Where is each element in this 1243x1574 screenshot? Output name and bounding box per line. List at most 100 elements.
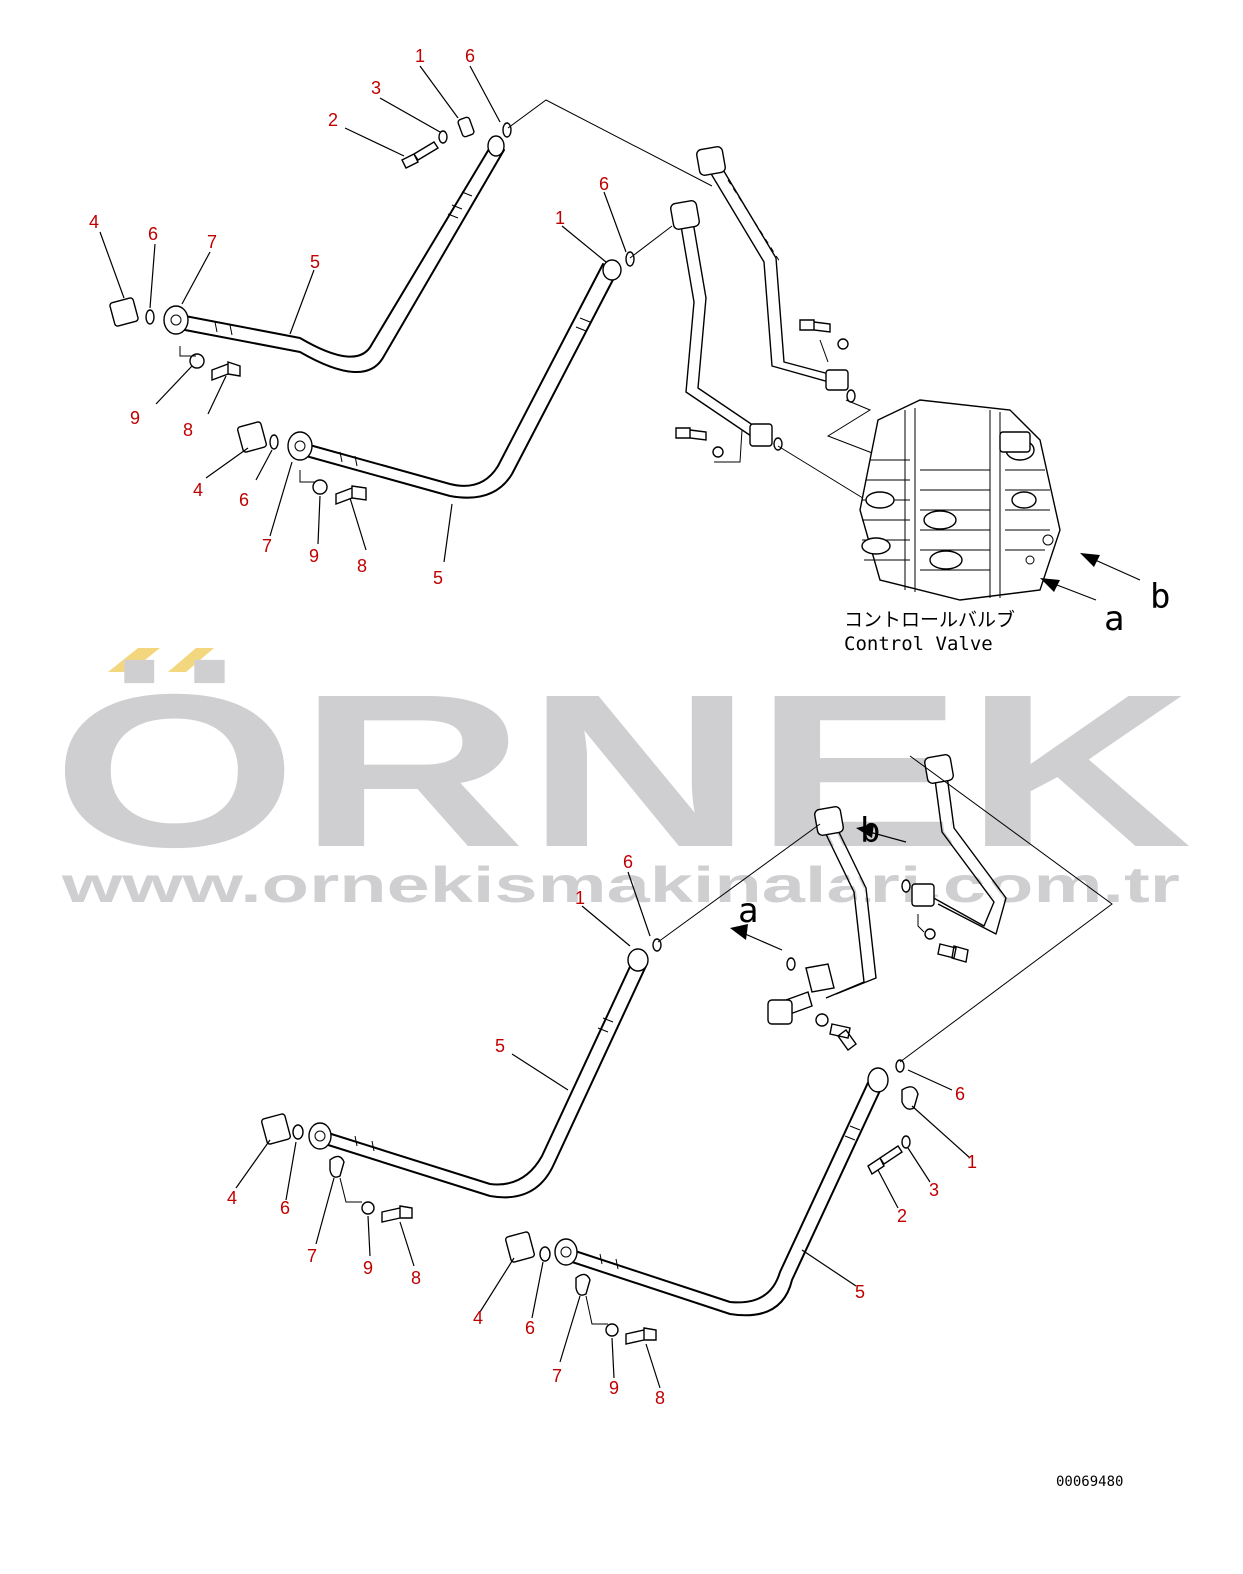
washer [837, 338, 849, 350]
callout-part-2: 2 [897, 1206, 907, 1226]
bolt [625, 1327, 657, 1345]
control-valve-label-en: Control Valve [844, 633, 993, 655]
tube-flange [670, 200, 700, 230]
callout-part-6: 6 [465, 46, 475, 66]
callout-part-7: 7 [207, 232, 217, 252]
flange-cover [109, 297, 139, 327]
watermark-accent-right [168, 648, 214, 672]
callout-part-8: 8 [183, 420, 193, 440]
callout-part-4: 4 [89, 212, 99, 232]
callout-part-1: 1 [415, 46, 425, 66]
watermark-url: www.ornekismakinalari.com.tr [60, 857, 1180, 913]
drawing-reference-number: 00069480 [1056, 1474, 1123, 1490]
callout-part-5: 5 [855, 1282, 865, 1302]
split-flange [457, 116, 475, 138]
hose-left [324, 957, 635, 1186]
callout-part-6: 6 [148, 224, 158, 244]
callout-part-9: 9 [363, 1258, 373, 1278]
callout-part-4: 4 [473, 1308, 483, 1328]
flange-cover [505, 1231, 535, 1263]
callout-part-7: 7 [307, 1246, 317, 1266]
bolt [799, 319, 831, 333]
callout-part-8: 8 [655, 1388, 665, 1408]
steel-tube [703, 161, 837, 385]
tube-flange [696, 146, 726, 176]
tube-flange [767, 999, 793, 1025]
hose-right [565, 1073, 873, 1304]
flange-fitting [163, 305, 189, 335]
bolt [867, 1145, 903, 1176]
tube-flange [825, 369, 849, 391]
arrow-a-head [1040, 578, 1060, 592]
callout-part-4: 4 [193, 480, 203, 500]
flange-cover [261, 1113, 291, 1145]
elbow-fitting [627, 948, 649, 972]
o-ring [652, 938, 662, 952]
tube-flange [911, 883, 935, 907]
callout-part-1: 1 [575, 888, 585, 908]
callout-part-5: 5 [433, 568, 443, 588]
steel-tube [679, 219, 755, 439]
spring-washer [438, 130, 448, 144]
callout-part-6: 6 [525, 1318, 535, 1338]
bolt [937, 943, 969, 963]
callout-part-7: 7 [262, 536, 272, 556]
tube-flange [924, 754, 954, 784]
o-ring [539, 1246, 551, 1262]
o-ring [502, 122, 512, 138]
callout-part-1: 1 [555, 208, 565, 228]
split-flange [901, 1086, 919, 1110]
split-flange [575, 1273, 591, 1296]
tube-flange [749, 423, 773, 447]
bolt [211, 361, 241, 382]
bottom-assembly: b a 6 1 5 6 1 3 2 4 6 7 9 8 5 4 6 [227, 754, 1113, 1408]
spring-washer [901, 1135, 911, 1149]
arrow-a-label: a [738, 891, 758, 931]
o-ring [269, 434, 279, 450]
top-assembly: b a コントロールバルブ Control Valve 1 6 3 2 4 6 … [89, 46, 1170, 655]
control-valve-label-jp: コントロールバルブ [844, 608, 1015, 631]
flange-fitting [308, 1122, 332, 1150]
control-valve [859, 399, 1061, 601]
arrow-b-label: b [860, 811, 880, 851]
o-ring [846, 389, 856, 403]
washer [312, 479, 328, 495]
flange-fitting [287, 431, 313, 461]
callout-part-6: 6 [239, 490, 249, 510]
watermark-accent-left [108, 648, 160, 672]
washer [361, 1201, 375, 1215]
flange-cover [237, 421, 267, 453]
callout-part-1: 1 [967, 1152, 977, 1172]
washer [605, 1323, 619, 1337]
callout-part-6: 6 [280, 1198, 290, 1218]
watermark-brand: ÖRNEK [52, 650, 1192, 893]
callout-part-3: 3 [371, 78, 381, 98]
callout-part-7: 7 [552, 1366, 562, 1386]
o-ring [786, 957, 796, 971]
elbow-fitting [867, 1067, 889, 1093]
callout-part-9: 9 [130, 408, 140, 428]
tube-flange [814, 806, 844, 836]
tee-fitting [805, 963, 835, 993]
o-ring [292, 1124, 304, 1140]
bolt [381, 1205, 413, 1223]
callout-part-9: 9 [609, 1378, 619, 1398]
o-ring [901, 879, 911, 893]
steel-tube [929, 771, 995, 927]
arrow-b-head [1080, 553, 1100, 567]
elbow-fitting [487, 135, 505, 157]
callout-part-9: 9 [309, 546, 319, 566]
o-ring [895, 1059, 905, 1073]
callout-part-8: 8 [357, 556, 367, 576]
flange-fitting [554, 1238, 578, 1266]
hose-lower [305, 263, 604, 487]
washer [189, 353, 205, 369]
elbow-fitting [602, 259, 622, 281]
arrow-a-label: a [1104, 599, 1124, 639]
callout-part-8: 8 [411, 1268, 421, 1288]
arrow-b-head [856, 824, 874, 838]
bolt [335, 485, 367, 506]
bolt [829, 1023, 857, 1051]
arrow-b-label: b [1150, 577, 1170, 617]
